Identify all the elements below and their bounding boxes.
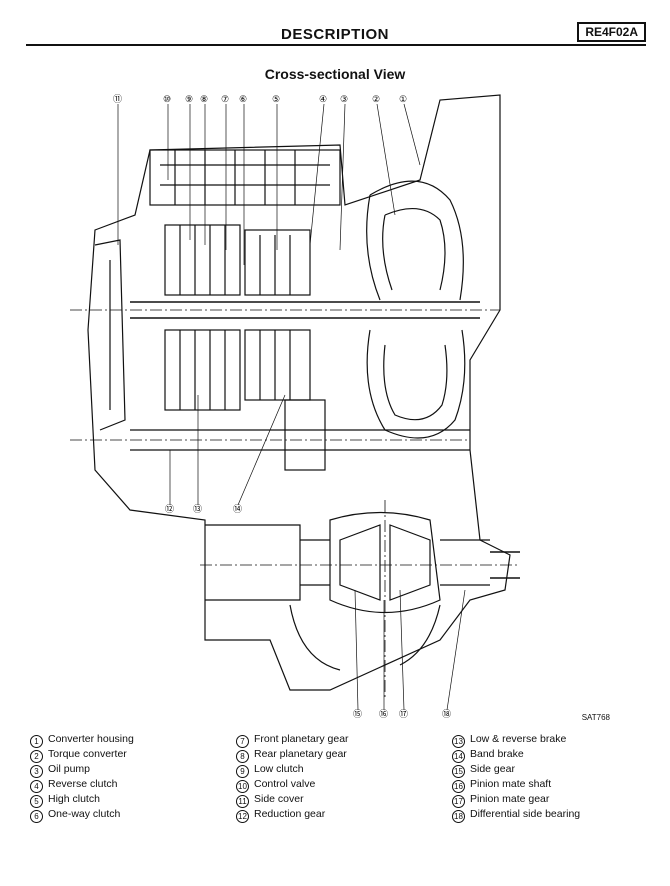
callout-16: ⑯ [379,709,388,719]
callout-14: ⑭ [233,504,242,514]
callout-15: ⑮ [353,709,362,719]
figure-reference: SAT768 [581,713,610,722]
differential [329,511,441,613]
callout-4: ④ [319,94,327,104]
clutch-pack-c [164,329,241,411]
callouts-top: ⑪ ⑩ ⑨ ⑧ ⑦ ⑥ ⑤ ④ ③ ② ① [113,94,407,104]
leader-lines [117,103,466,711]
page-title: DESCRIPTION [280,26,389,43]
callout-1: ① [399,94,407,104]
callout-7: ⑦ [221,94,229,104]
callout-5: ⑤ [272,94,280,104]
callout-17: ⑰ [399,709,408,719]
section-code-badge: RE4F02A [577,22,646,42]
clutch-pack-a [164,224,241,296]
callouts-mid: ⑫ ⑬ ⑭ [165,504,242,514]
callout-11: ⑪ [113,94,122,104]
case-outline [87,94,511,691]
control-valve-box [149,149,341,206]
callout-12: ⑫ [165,504,174,514]
callout-9: ⑨ [185,94,193,104]
callout-18: ⑱ [442,709,451,719]
callout-2: ② [372,94,380,104]
reduction-gear [284,399,326,471]
callout-8: ⑧ [200,94,208,104]
callout-13: ⑬ [193,504,202,514]
clutch-pack-b [244,229,311,296]
callout-10: ⑩ [163,94,171,104]
callout-6: ⑥ [239,94,247,104]
callouts-bottom: ⑮ ⑯ ⑰ ⑱ [353,709,451,719]
header-rule [26,44,646,46]
torque-converter [366,180,464,301]
clutch-pack-d [244,329,311,401]
callout-3: ③ [340,94,348,104]
section-title: Cross-sectional View [264,66,406,82]
